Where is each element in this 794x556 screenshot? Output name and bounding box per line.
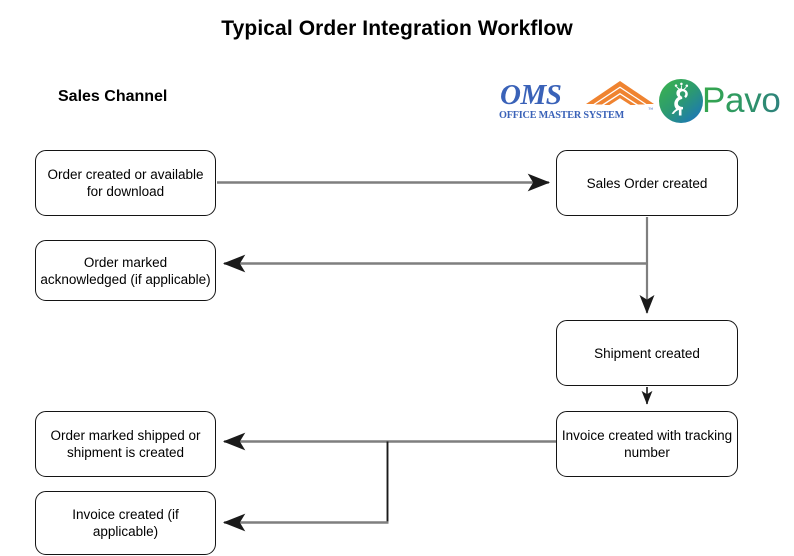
pavo-logo: Pavo bbox=[658, 78, 790, 126]
node-label: Shipment created bbox=[594, 345, 700, 361]
node-label: Invoice created with tracking number bbox=[561, 428, 733, 460]
node-label: Order marked shipped or shipment is crea… bbox=[50, 428, 201, 460]
oms-tagline: OFFICE MASTER SYSTEM bbox=[499, 110, 625, 121]
oms-logo: OMS OFFICE MASTER SYSTEM ™ bbox=[498, 80, 656, 124]
node-order-shipped[interactable]: Order marked shipped or shipment is crea… bbox=[35, 411, 216, 477]
sales-channel-label: Sales Channel bbox=[58, 88, 168, 105]
node-shipment-created[interactable]: Shipment created bbox=[556, 320, 738, 386]
page-title: Typical Order Integration Workflow bbox=[221, 17, 573, 40]
node-label: Sales Order created bbox=[586, 175, 708, 191]
oms-wordmark: OMS bbox=[500, 79, 562, 111]
oms-roof-chevron-icon bbox=[586, 81, 654, 105]
node-label: Invoice created (if applicable) bbox=[72, 507, 179, 539]
oms-trademark-icon: ™ bbox=[648, 108, 653, 113]
node-sales-order-created[interactable]: Sales Order created bbox=[556, 150, 738, 216]
node-label: Order marked acknowledged (if applicable… bbox=[40, 254, 211, 287]
edge-invoice-to-invoiceleft bbox=[222, 441, 389, 532]
pavo-wordmark: Pavo bbox=[702, 79, 781, 123]
peacock-icon bbox=[659, 79, 703, 123]
node-label: Order created or available for download bbox=[47, 167, 204, 199]
node-invoice-created-left[interactable]: Invoice created (if applicable) bbox=[35, 491, 216, 555]
node-order-created[interactable]: Order created or available for download bbox=[35, 150, 216, 216]
node-invoice-tracking[interactable]: Invoice created with tracking number bbox=[556, 411, 738, 477]
brand-logos: OMS OFFICE MASTER SYSTEM ™ bbox=[498, 78, 790, 126]
node-order-acknowledged[interactable]: Order marked acknowledged (if applicable… bbox=[35, 240, 216, 301]
